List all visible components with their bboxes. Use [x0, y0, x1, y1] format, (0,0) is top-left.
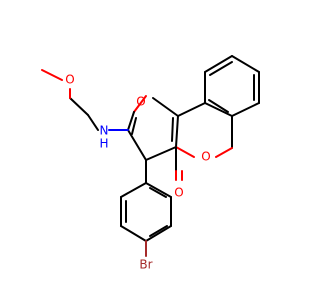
bromine-substituent: Br — [139, 240, 153, 272]
methoxy-oxygen-label: O — [65, 73, 74, 87]
furan-oxygen-label: O — [136, 95, 145, 109]
ring-oxygen-label: O — [201, 150, 210, 164]
chromenone-ring — [175, 102, 233, 181]
molecule-structure-diagram: Br O O O O — [41, 55, 260, 272]
bromine-label: Br — [139, 258, 152, 272]
amine-hydrogen-label: H — [99, 137, 108, 151]
benzo-ring — [204, 55, 260, 117]
amine-nitrogen-label: N — [100, 124, 109, 138]
bromophenyl-ring — [120, 182, 172, 242]
carbonyl-oxygen-label: O — [174, 186, 183, 200]
furan-ring — [127, 95, 179, 184]
amine-side-chain — [41, 69, 129, 131]
